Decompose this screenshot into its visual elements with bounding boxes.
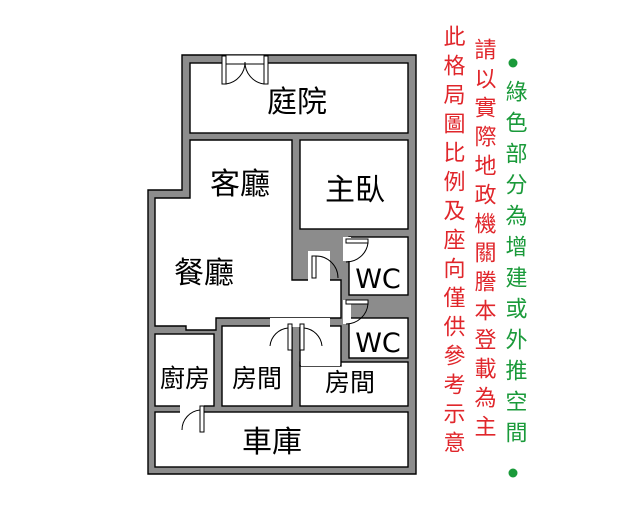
wc-upper-label: WC: [355, 264, 401, 295]
red-note-col2: 此格局圖比例及座向僅供參考示意: [440, 25, 466, 460]
wc-lower-room: [348, 317, 409, 359]
kitchen-label: 廚房: [160, 364, 210, 393]
courtyard-door: [221, 54, 269, 85]
master-bedroom-room: [299, 139, 409, 230]
dining-room-label: 餐廳: [174, 256, 234, 291]
kitchen-room: [154, 333, 215, 407]
living-room-label: 客廳: [210, 167, 270, 202]
wc-lower-label: WC: [355, 328, 401, 359]
garage-label: 車庫: [242, 425, 302, 460]
wc-upper-room: [348, 236, 409, 296]
bedroom-left-label: 房間: [232, 364, 282, 393]
green-note-text: 綠色部分為增建或外推空間: [502, 80, 528, 452]
courtyard-label: 庭院: [267, 85, 327, 120]
red-note-col1: 請以實際地政機關謄本登載為主: [471, 38, 497, 444]
garage-room: [154, 411, 409, 468]
bedroom-right-label: 房間: [325, 368, 375, 397]
bedroom-doors: [269, 318, 330, 351]
bedroom-left-room: [221, 325, 293, 407]
bedroom-right-room: [299, 361, 409, 407]
bedroom-right-upper: [299, 325, 342, 367]
garage-door: [180, 405, 205, 433]
green-bullet-top: [508, 58, 518, 68]
living-dining-room: [154, 139, 342, 331]
wc-upper-door: [343, 237, 369, 263]
green-bullet-bottom: [508, 468, 518, 478]
master-bedroom-label: 主臥: [325, 173, 385, 208]
wc-lower-door: [343, 299, 369, 325]
green-note: 綠色部分為增建或外推空間: [502, 58, 528, 478]
master-bedroom-door: [308, 251, 339, 281]
